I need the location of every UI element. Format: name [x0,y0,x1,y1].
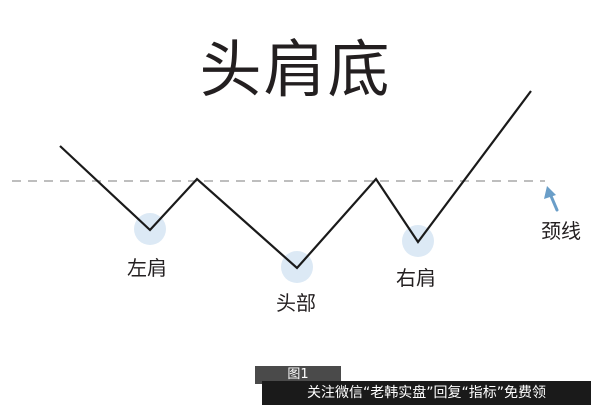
left-shoulder-label: 左肩 [127,256,167,280]
head-label: 头部 [276,291,316,315]
right-shoulder-label: 右肩 [396,266,436,290]
watermark-banner: 关注微信“老韩实盘”回复“指标”免费领 [262,381,591,405]
neckline-arrow-icon [544,186,559,212]
diagram-title: 头肩底 [199,33,392,106]
price-path [59,90,532,270]
neckline-label: 颈线 [541,219,581,243]
figure-caption: 图1 [255,366,341,384]
